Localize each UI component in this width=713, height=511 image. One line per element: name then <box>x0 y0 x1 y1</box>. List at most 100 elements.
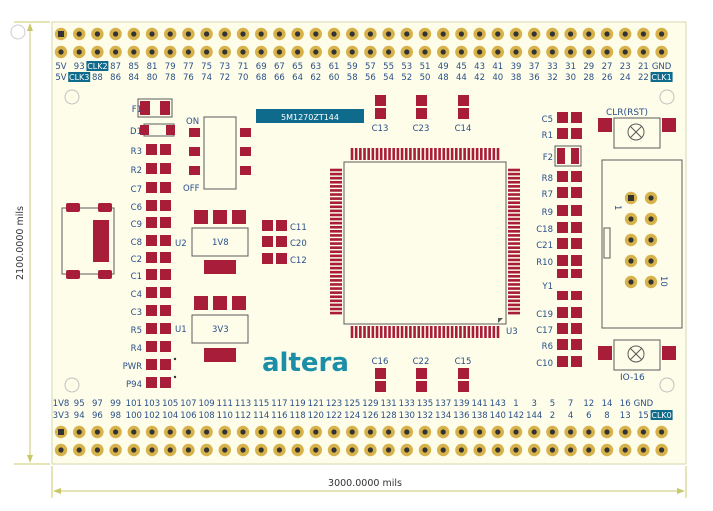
left-part-R3: R3 <box>131 144 171 157</box>
left-part-F1: F1 <box>132 98 173 118</box>
header_top-pin-a-20 <box>418 27 432 41</box>
header_bottom-label-row1-25: 1 <box>513 399 518 409</box>
right-part-C10: C10 <box>536 356 582 369</box>
qfp-pad-right-29 <box>508 287 520 290</box>
left-part-R2: R2 <box>131 163 171 176</box>
header_top-pin-a-5 <box>145 27 159 41</box>
right-part-R6: R6 <box>542 339 582 352</box>
header_top-label-row2-4: 84 <box>128 73 139 83</box>
header_bottom-pin-b-21 <box>437 443 450 457</box>
header_top-label-row1-7: 77 <box>183 62 194 72</box>
header_bottom-label-row2-22: 136 <box>453 411 469 421</box>
regulator-u2: U2 1V8 <box>175 210 249 274</box>
qfp-pad-left-26 <box>330 274 342 278</box>
qfp-pad-right-30 <box>508 291 520 294</box>
header_top-pin-a-16 <box>346 27 359 41</box>
header_bottom-pin-a-8 <box>200 425 213 439</box>
qfp-pad-left-33 <box>330 303 342 307</box>
right-part-R8: R8 <box>542 171 582 184</box>
usb-connector <box>61 203 115 279</box>
left-label-R4: R4 <box>131 344 142 354</box>
qfp-pad-left-17 <box>330 238 342 241</box>
header_top-label-row1-8: 75 <box>201 62 212 72</box>
header_bottom-label-row2-5: 102 <box>144 411 160 421</box>
header_top-pin-b-21 <box>437 45 450 59</box>
left-label-C1: C1 <box>131 272 142 282</box>
header_top-pin-a-31 <box>619 27 632 41</box>
header_top-pin-a-27 <box>546 27 559 41</box>
header_bottom-label-row1-12: 117 <box>271 399 287 409</box>
header_bottom-pin-b-26 <box>528 443 541 457</box>
top-cap-C23: C23 <box>413 95 429 134</box>
header_top-pin-b-28 <box>564 45 577 59</box>
header_top-label-row2-22: 44 <box>456 73 467 83</box>
header_top-pin-a-1 <box>73 27 86 41</box>
header_bottom-pin-a-15 <box>327 425 341 439</box>
header_bottom-pin-a-32 <box>637 425 650 439</box>
left-label-D1: D1 <box>130 127 142 137</box>
qfp-pad-left-7 <box>330 197 342 200</box>
header_top-label-row2-30: 26 <box>602 73 613 83</box>
jtag-pin-1-1 <box>644 212 658 226</box>
header_bottom-pin-b-16 <box>346 443 359 457</box>
qfp-pad-right-20 <box>508 250 520 254</box>
qfp-pad-left-0 <box>330 168 342 172</box>
qfp-pad-top-13 <box>404 148 408 160</box>
right-label-R7: R7 <box>542 190 553 200</box>
header_bottom-pin-b-9 <box>218 443 231 457</box>
header_top-pin-a-2 <box>91 27 104 41</box>
header_bottom-pin-a-13 <box>291 425 304 439</box>
header_top-pin-a-6 <box>164 27 177 41</box>
regulator-u2-ref: U2 <box>175 239 187 249</box>
qfp-pad-top-1 <box>354 148 358 160</box>
right-label-R1: R1 <box>542 131 553 141</box>
right-label-C21: C21 <box>536 241 553 251</box>
header_bottom-label-row1-27: 5 <box>550 399 555 409</box>
right-label-Y1: Y1 <box>541 282 553 292</box>
header_top-label-row2-33: CLK1 <box>651 73 671 82</box>
header_top-pin-a-4 <box>127 27 140 41</box>
header_bottom-pin-b-30 <box>600 443 614 457</box>
header_bottom-pin-b-19 <box>400 443 413 457</box>
qfp-pad-top-29 <box>471 148 475 160</box>
header_bottom-label-row1-15: 123 <box>326 399 342 409</box>
qfp-pad-bottom-1 <box>354 326 358 338</box>
header_bottom-pin-b-17 <box>364 443 377 457</box>
header_bottom-pin-a-0 <box>54 425 68 439</box>
header_top-pin-a-30 <box>600 27 614 41</box>
jtag-pin1-label: 1 <box>612 205 622 210</box>
qfp-pad-bottom-35 <box>496 326 500 338</box>
qfp-pad-bottom-16 <box>417 326 421 338</box>
qfp-pad-bottom-24 <box>450 326 454 338</box>
header_top-pin-a-21 <box>437 27 450 41</box>
header_bottom-label-row1-8: 109 <box>198 399 214 409</box>
qfp-pad-right-3 <box>508 180 520 184</box>
header_bottom-pin-a-17 <box>364 425 377 439</box>
header_bottom-pin-b-8 <box>200 443 213 457</box>
qfp-pad-right-7 <box>508 197 520 200</box>
qfp-pad-left-32 <box>330 299 342 303</box>
qfp-pad-top-22 <box>442 148 446 160</box>
qfp-pad-top-14 <box>409 148 412 160</box>
header_bottom-pin-a-2 <box>91 425 104 439</box>
qfp-pad-left-9 <box>330 205 342 209</box>
header_top-pin-a-29 <box>582 27 595 41</box>
qfp-pad-bottom-17 <box>421 326 425 338</box>
header_bottom-pin-a-11 <box>255 425 268 439</box>
header_bottom-label-row2-10: 112 <box>235 411 251 421</box>
qfp-pad-top-34 <box>492 148 496 160</box>
header_top-pin-a-24 <box>491 27 504 41</box>
header_bottom-label-row2-18: 128 <box>380 411 396 421</box>
bottom-cap-C16: C16 <box>372 357 388 392</box>
header_bottom-label-row2-24: 140 <box>490 411 506 421</box>
qfp-pad-right-15 <box>508 230 520 233</box>
header_bottom-pin-b-15 <box>327 443 341 457</box>
header_top-pin-a-0 <box>54 27 68 41</box>
header_bottom-pin-a-28 <box>564 425 577 439</box>
header_bottom-pin-a-7 <box>182 425 195 439</box>
header_top-label-row1-27: 33 <box>547 62 558 72</box>
header_top-label-row1-13: 65 <box>292 62 303 72</box>
header_bottom-label-row1-30: 14 <box>602 399 613 409</box>
header_bottom-pin-a-25 <box>509 425 523 439</box>
header_top-pin-b-8 <box>200 45 213 59</box>
